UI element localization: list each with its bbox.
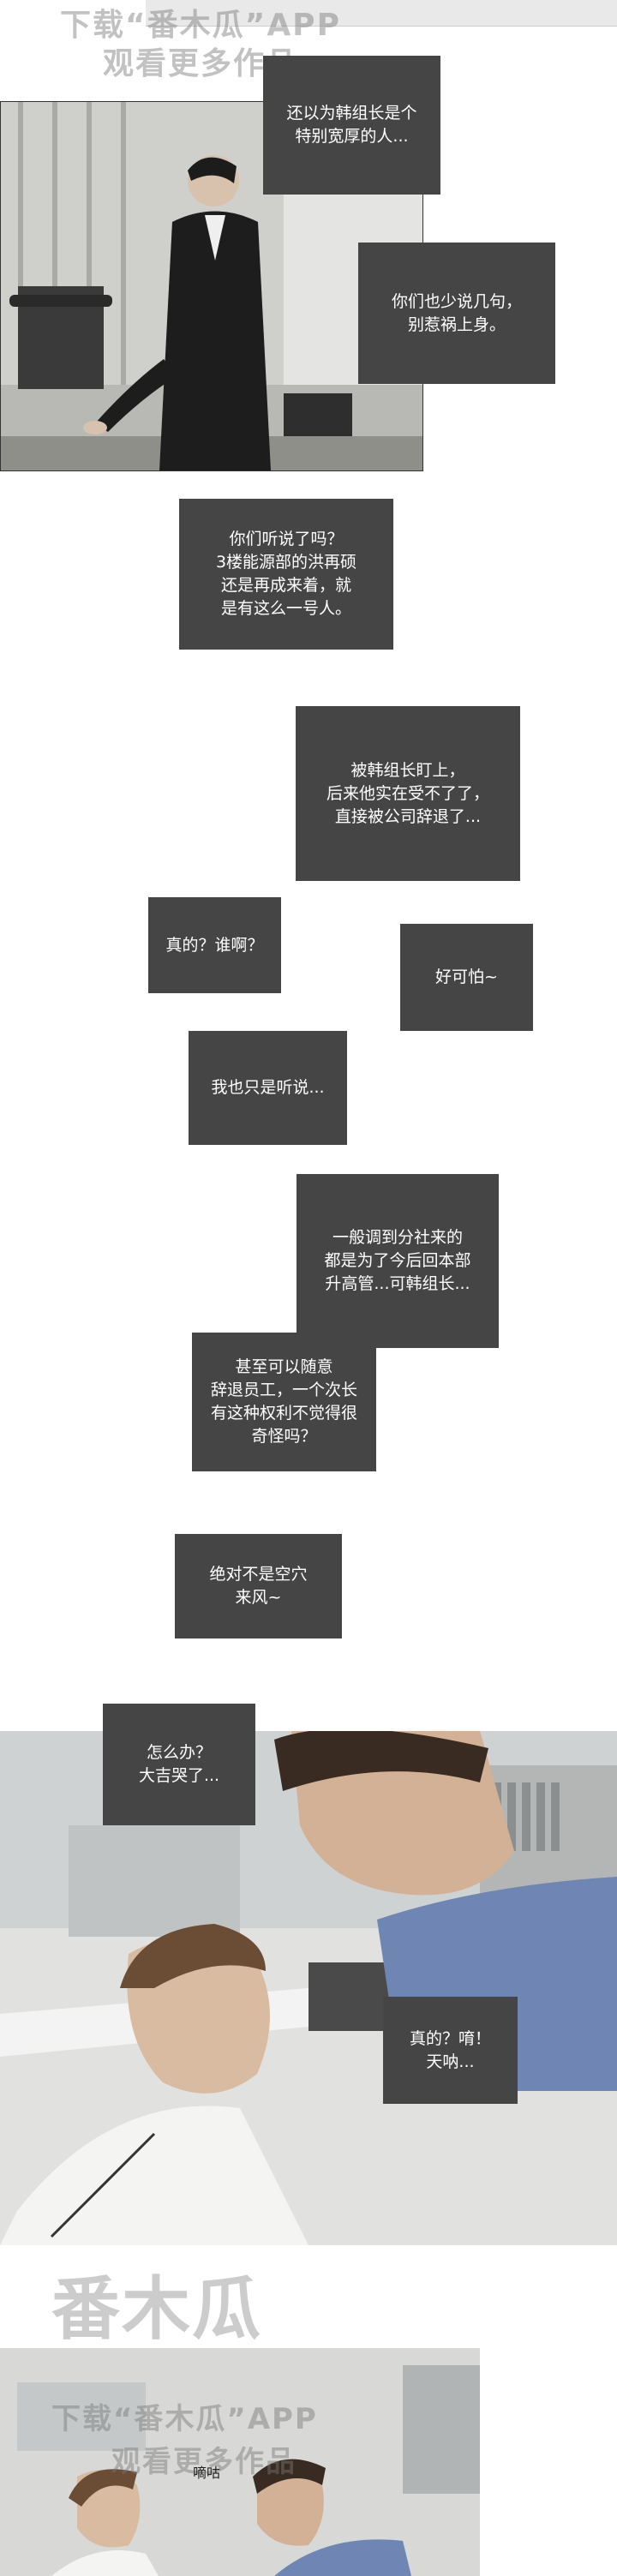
speech-bubble-8: 一般调到分社来的 都是为了今后回本部 升高管...可韩组长...: [297, 1174, 499, 1348]
speech-bubble-2: 你们也少说几句， 别惹祸上身。: [358, 243, 555, 384]
watermark-line1-top: 下载“番木瓜”APP: [60, 8, 341, 43]
speech-bubble-12: 真的？唷！ 天呐...: [383, 1997, 518, 2104]
whisper-sfx: 嘀咕: [193, 2465, 221, 2481]
speech-bubble-7: 我也只是听说...: [189, 1031, 347, 1145]
speech-bubble-3: 你们听说了吗？ 3楼能源部的洪再硕 还是再成来着，就 是有这么一号人。: [179, 499, 393, 650]
speech-bubble-5: 真的？谁啊？: [148, 897, 281, 993]
speech-bubble-9: 甚至可以随意 辞退员工，一个次长 有这种权利不觉得很 奇怪吗？: [192, 1333, 376, 1471]
watermark-logo: 番木瓜: [51, 2269, 262, 2349]
speech-bubble-11: 怎么办？ 大吉哭了...: [103, 1704, 255, 1825]
watermark-line1-bottom: 下载“番木瓜”APP: [51, 2402, 318, 2436]
panel-office-two-men-art: [0, 1731, 617, 2245]
speech-bubble-4: 被韩组长盯上， 后来他实在受不了了， 直接被公司辞退了...: [296, 706, 520, 881]
speech-bubble-10: 绝对不是空穴 来风~: [175, 1534, 342, 1638]
panel-office-two-men: [0, 1731, 617, 2245]
speech-bubble-6: 好可怕~: [400, 924, 533, 1031]
speech-bubble-1: 还以为韩组长是个 特别宽厚的人...: [263, 56, 440, 195]
panel-office-whisper-art: [0, 2348, 480, 2576]
panel-office-man-suit: [0, 101, 423, 471]
panel-office-whisper: [0, 2348, 480, 2576]
previous-panel-edge: [146, 0, 617, 27]
watermark-line2-bottom: 观看更多作品: [111, 2445, 297, 2479]
